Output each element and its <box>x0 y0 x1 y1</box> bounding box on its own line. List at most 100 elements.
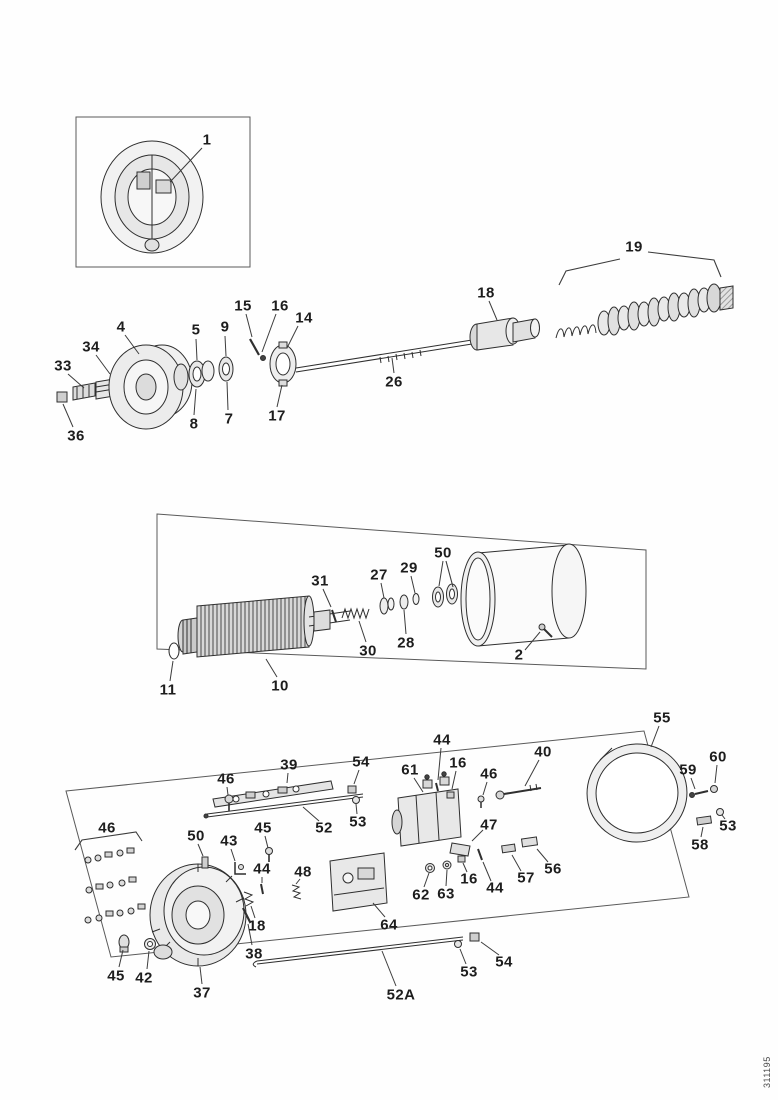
leader-line-33 <box>67 373 85 389</box>
leader-line-10 <box>265 658 278 678</box>
callout-54: 54 <box>352 753 370 771</box>
callout-56: 56 <box>544 860 562 878</box>
leader-line-2 <box>524 631 541 651</box>
callout-10: 10 <box>271 677 289 695</box>
callout-16: 16 <box>460 870 478 888</box>
leader-line-34 <box>95 354 111 375</box>
part-29-washer <box>412 593 420 605</box>
leader-line-9 <box>224 335 227 357</box>
part-1-end-cap <box>100 140 204 254</box>
callout-50: 50 <box>187 827 205 845</box>
part-48-spring <box>291 884 302 900</box>
callout-16: 16 <box>271 297 289 315</box>
callout-45: 45 <box>254 819 272 837</box>
callout-62: 62 <box>412 886 430 904</box>
leader-line-52A <box>381 950 397 987</box>
part-57-sleeve <box>501 843 517 854</box>
part-46-screw-top <box>224 794 234 811</box>
part-44-pin-top <box>435 782 439 792</box>
callout-52: 52 <box>315 819 333 837</box>
leader-line-44 <box>482 861 492 882</box>
leader-line-18 <box>250 905 256 919</box>
part-58-53-stub <box>696 808 724 826</box>
part-44-pin-bottom <box>477 848 483 861</box>
callout-48: 48 <box>294 863 312 881</box>
part-31-pin <box>331 609 337 623</box>
callout-14: 14 <box>295 309 313 327</box>
leader-line-39 <box>286 772 289 784</box>
callout-11: 11 <box>159 681 177 699</box>
callout-26: 26 <box>385 373 403 391</box>
callout-31: 31 <box>311 572 329 590</box>
part-14-17-bearing <box>269 341 297 387</box>
leader-line-45 <box>118 949 124 968</box>
leader-line-57 <box>511 854 522 872</box>
part-56-sleeve <box>520 836 539 848</box>
callout-28: 28 <box>397 634 415 652</box>
part-52a-rod <box>252 936 464 968</box>
leader-line-47 <box>471 829 484 842</box>
callout-64: 64 <box>380 916 398 934</box>
bracket-part-46 <box>74 831 143 851</box>
callout-15: 15 <box>234 297 252 315</box>
part-36-nut <box>56 391 68 403</box>
part-50-post <box>201 856 209 869</box>
field-housing <box>460 543 587 647</box>
callout-60: 60 <box>709 748 727 766</box>
callout-53: 53 <box>719 817 737 835</box>
callout-53: 53 <box>460 963 478 981</box>
part-53-washer-b <box>454 940 462 948</box>
callout-61: 61 <box>401 761 419 779</box>
part-16-nut-bottom <box>457 855 466 863</box>
callout-17: 17 <box>268 407 286 425</box>
callout-37: 37 <box>193 984 211 1002</box>
callout-58: 58 <box>691 836 709 854</box>
leader-fork-50 <box>445 560 454 588</box>
part-45-42-capnuts <box>118 934 156 953</box>
leader-line-37 <box>199 966 203 985</box>
callout-16: 16 <box>449 754 467 772</box>
leader-line-17 <box>276 384 283 408</box>
leader-line-53 <box>355 803 358 815</box>
leader-line-55 <box>650 725 660 748</box>
part-33-shaft-stub <box>72 382 96 401</box>
callout-53: 53 <box>349 813 367 831</box>
part-54-nut-b <box>469 932 480 942</box>
part-27-washers <box>379 597 395 615</box>
leader-line-30 <box>358 620 367 643</box>
part-9-7-washers <box>218 356 234 382</box>
leader-line-26 <box>391 357 395 374</box>
part-5-8-washers <box>188 360 215 388</box>
bottom-assembly-box <box>65 730 690 958</box>
callout-63: 63 <box>437 885 455 903</box>
part-37-end-frame <box>149 863 247 967</box>
callout-46: 46 <box>98 819 116 837</box>
leader-line-45 <box>264 835 269 849</box>
leader-line-16 <box>462 862 468 873</box>
leader-line-29 <box>410 575 416 594</box>
leader-line-59 <box>690 777 696 790</box>
callout-40: 40 <box>534 743 552 761</box>
leader-line-16 <box>451 770 457 790</box>
callout-38: 38 <box>245 945 263 963</box>
leader-line-31 <box>322 588 332 608</box>
leader-line-1 <box>169 147 203 183</box>
part-54-nut-a <box>347 785 357 794</box>
leader-line-14 <box>286 325 299 349</box>
leader-line-5 <box>195 338 198 361</box>
leader-line-16 <box>261 313 277 353</box>
callout-54: 54 <box>495 953 513 971</box>
part-18-drive-pinion <box>469 317 540 351</box>
leader-line-50 <box>438 560 444 587</box>
part-64-relay <box>329 852 388 912</box>
part-47-bracket <box>449 842 471 857</box>
callout-44: 44 <box>486 879 504 897</box>
callout-44: 44 <box>253 860 271 878</box>
part-19-washer-spring-set <box>555 283 734 339</box>
callout-18: 18 <box>477 284 495 302</box>
leader-line-56 <box>536 848 549 863</box>
part-40-bolt <box>495 783 542 800</box>
bracket-part-19-left <box>558 258 621 286</box>
leader-line-64 <box>372 902 386 918</box>
callout-43: 43 <box>220 832 238 850</box>
